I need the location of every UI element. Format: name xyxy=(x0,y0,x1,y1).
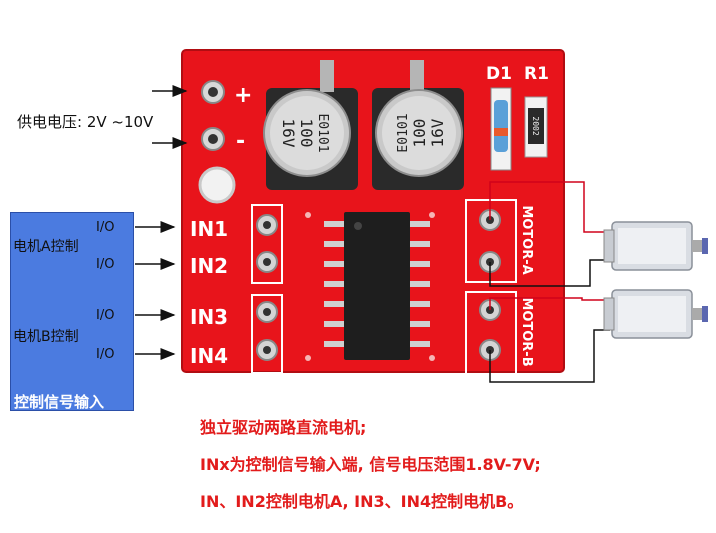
capacitor-right-text: E0101 100 16V xyxy=(396,113,447,152)
in3-label: IN3 xyxy=(190,305,228,329)
in4-label: IN4 xyxy=(190,344,228,368)
d1-label: D1 xyxy=(486,64,512,84)
svg-text:100: 100 xyxy=(410,119,429,148)
resistor-code: 2002 xyxy=(531,116,540,135)
motor-a xyxy=(604,222,708,270)
r1-label: R1 xyxy=(524,64,549,84)
svg-text:16V: 16V xyxy=(428,118,447,147)
mounting-hole xyxy=(200,168,234,202)
in1-label: IN1 xyxy=(190,217,228,241)
svg-text:16V: 16V xyxy=(279,119,298,148)
plus-label: + xyxy=(234,83,252,108)
in2-label: IN2 xyxy=(190,254,228,278)
capacitor-left-text: E0101 100 16V xyxy=(279,113,330,152)
note-line-2: INx为控制信号输入端, 信号电压范围1.8V-7V; xyxy=(200,451,541,475)
svg-text:100: 100 xyxy=(297,119,316,148)
motor-b-label: MOTOR-B xyxy=(519,297,534,366)
note-line-3: IN、IN2控制电机A, IN3、IN4控制电机B。 xyxy=(200,488,523,512)
minus-label: - xyxy=(236,129,245,154)
capacitor-lead-right xyxy=(410,60,424,92)
capacitor-lead-left xyxy=(320,60,334,92)
svg-text:E0101: E0101 xyxy=(396,113,411,152)
motor-b xyxy=(604,290,708,338)
svg-text:E0101: E0101 xyxy=(315,113,330,152)
note-line-1: 独立驱动两路直流电机; xyxy=(200,414,366,438)
motor-a-label: MOTOR-A xyxy=(519,205,534,274)
